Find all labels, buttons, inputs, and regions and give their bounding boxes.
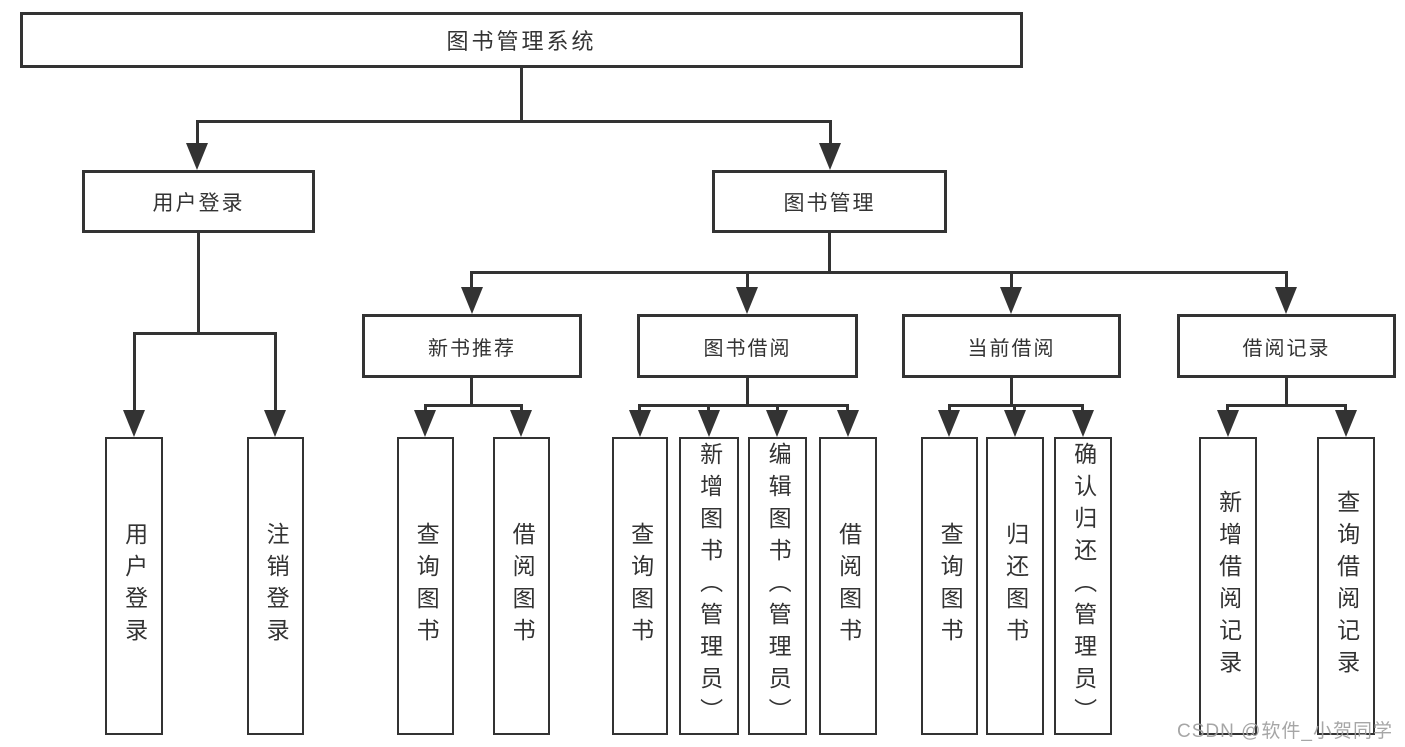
connector-line [520,404,523,414]
connector-line [197,233,200,335]
arrowhead-icon [1004,410,1026,437]
connector-line [1013,404,1016,414]
node-label: 借阅图书 [835,522,862,650]
arrowhead-icon [736,287,758,314]
connector-line [196,120,199,145]
node-current-borrowing: 当前借阅 [902,314,1121,378]
node-label: 图书管理 [783,191,876,215]
arrowhead-icon [264,410,286,437]
node-label: 查询图书 [937,522,964,650]
connector-line [1227,404,1347,407]
connector-line [1285,378,1288,407]
arrowhead-icon [938,410,960,437]
connector-line [639,404,849,407]
connector-line [638,404,641,414]
connector-line [470,271,473,289]
connector-line [133,332,277,335]
node-label: 借阅记录 [1242,337,1331,360]
arrowhead-icon [123,410,145,437]
arrowhead-icon [837,410,859,437]
connector-line [196,120,832,123]
connector-line [948,404,951,414]
leaf-add-borrow-record: 新增借阅记录 [1199,437,1257,735]
arrowhead-icon [186,143,208,170]
connector-line [746,271,749,289]
node-label: 确认归还（管理员） [1070,442,1097,730]
arrowhead-icon [698,410,720,437]
node-label: 图书借阅 [703,337,792,360]
leaf-user-login: 用户登录 [105,437,163,735]
arrowhead-icon [1000,287,1022,314]
connector-line [776,404,779,414]
arrowhead-icon [1335,410,1357,437]
node-label: 新增借阅记录 [1215,490,1242,682]
connector-line [274,332,277,412]
arrowhead-icon [461,287,483,314]
node-label: 注销登录 [263,522,290,650]
connector-line [846,404,849,414]
connector-line [1081,404,1084,414]
leaf-add-book-admin: 新增图书（管理员） [679,437,739,735]
arrowhead-icon [766,410,788,437]
node-label: 归还图书 [1002,522,1029,650]
connector-line [1226,404,1229,414]
node-label: 查询借阅记录 [1333,490,1360,682]
leaf-search-books-borrowing: 查询图书 [612,437,668,735]
node-library-management-system: 图书管理系统 [20,12,1023,68]
connector-line [470,378,473,407]
connector-line [1010,271,1013,289]
node-label: 借阅图书 [509,522,536,650]
leaf-search-books-current: 查询图书 [921,437,978,735]
node-label: 编辑图书（管理员） [765,442,792,730]
node-new-book-recommendation: 新书推荐 [362,314,582,378]
node-label: 当前借阅 [967,337,1056,360]
leaf-borrow-books-recommend: 借阅图书 [493,437,550,735]
node-label: 用户登录 [152,191,245,215]
leaf-edit-book-admin: 编辑图书（管理员） [748,437,807,735]
connector-line [424,404,522,407]
arrowhead-icon [819,143,841,170]
leaf-borrow-books-borrowing: 借阅图书 [819,437,877,735]
arrowhead-icon [510,410,532,437]
connector-line [828,233,831,274]
node-label: 新书推荐 [428,337,516,360]
connector-line [829,120,832,145]
arrowhead-icon [1275,287,1297,314]
connector-line [1010,378,1013,407]
arrowhead-icon [1072,410,1094,437]
leaf-confirm-return-admin: 确认归还（管理员） [1054,437,1112,735]
connector-line [1285,271,1288,289]
arrowhead-icon [629,410,651,437]
arrowhead-icon [1217,410,1239,437]
node-borrowing-records: 借阅记录 [1177,314,1396,378]
connector-line [424,404,427,414]
node-label: 图书管理系统 [446,29,597,54]
leaf-return-books: 归还图书 [986,437,1044,735]
node-label: 新增图书（管理员） [696,442,723,730]
leaf-search-borrow-record: 查询借阅记录 [1317,437,1375,735]
leaf-search-books-recommend: 查询图书 [397,437,454,735]
connector-line [471,271,1288,274]
connector-line [133,332,136,412]
connector-line [1344,404,1347,414]
connector-line [520,68,523,122]
node-label: 查询图书 [413,522,440,650]
leaf-logout: 注销登录 [247,437,304,735]
node-book-borrowing: 图书借阅 [637,314,858,378]
node-label: 查询图书 [627,522,654,650]
connector-line [707,404,710,414]
arrowhead-icon [414,410,436,437]
connector-line [746,378,749,407]
node-user-login: 用户登录 [82,170,315,233]
node-label: 用户登录 [121,522,148,650]
watermark: CSDN @软件_小贺同学 [1177,721,1393,742]
node-book-management: 图书管理 [712,170,947,233]
connector-line [948,404,1084,407]
